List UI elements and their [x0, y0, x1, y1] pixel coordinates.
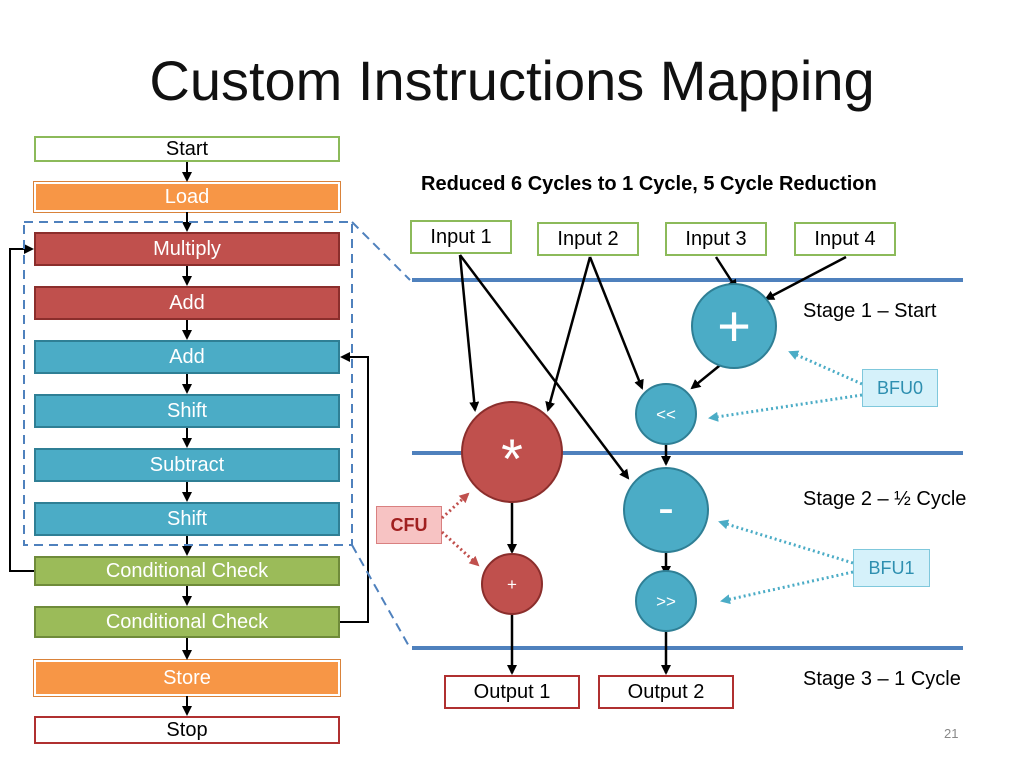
flow-subtract: Subtract: [34, 448, 340, 482]
output-1: Output 1: [444, 675, 580, 709]
cfu-tag: CFU: [376, 506, 442, 544]
flow-stop: Stop: [34, 716, 340, 744]
bfu0-tag: BFU0: [862, 369, 938, 407]
stage-1-label: Stage 1 – Start: [803, 300, 937, 322]
op-multiply-label: *: [501, 427, 523, 490]
op-shift-right: >>: [635, 570, 697, 632]
flow-load: Load: [33, 181, 341, 213]
slide-title: Custom Instructions Mapping: [149, 49, 875, 112]
arrow-input2-mul: [545, 256, 592, 412]
flow-store: Store: [33, 659, 341, 697]
output-2: Output 2: [598, 675, 734, 709]
input-2: Input 2: [537, 222, 639, 256]
bfu0-pointer-add: [788, 350, 863, 386]
op-shift-left-label: <<: [656, 405, 676, 424]
arrow-input1-mul: [458, 254, 480, 412]
op-add-big-label: +: [717, 294, 751, 359]
arrow-input1-minus: [459, 254, 630, 480]
input-1: Input 1: [410, 220, 512, 254]
op-subtract: -: [623, 467, 709, 553]
op-shift-right-label: >>: [656, 592, 676, 611]
stage-3-label: Stage 3 – 1 Cycle: [803, 668, 961, 690]
loop-arrow-right: [340, 352, 369, 623]
input-4: Input 4: [794, 222, 896, 256]
flow-add-2: Add: [34, 340, 340, 374]
projection-line-top: [351, 221, 411, 281]
bfu1-tag: BFU1: [853, 549, 930, 587]
cycle-reduction-headline: Reduced 6 Cycles to 1 Cycle, 5 Cycle Red…: [421, 173, 877, 195]
arrow-input2-shl: [588, 256, 644, 390]
cfu-pointer-mul: [440, 492, 470, 520]
page-number: 21: [944, 726, 959, 741]
custom-instruction-group-outline: [23, 221, 353, 546]
op-add-small: +: [481, 553, 543, 615]
flow-conditional-check-1: Conditional Check: [34, 556, 340, 586]
loop-arrow-left: [9, 244, 34, 572]
flow-shift-2: Shift: [34, 502, 340, 536]
input-3: Input 3: [665, 222, 767, 256]
op-add-big: +: [691, 283, 777, 369]
flow-shift-1: Shift: [34, 394, 340, 428]
arrow-input4-add: [764, 255, 847, 301]
op-subtract-label: -: [658, 482, 674, 535]
bfu0-pointer-shl: [708, 393, 863, 422]
flow-multiply: Multiply: [34, 232, 340, 266]
op-shift-left: <<: [635, 383, 697, 445]
op-add-small-label: +: [507, 575, 517, 594]
projection-line-bottom: [351, 544, 411, 649]
flow-start: Start: [34, 136, 340, 162]
cfu-pointer-plus: [440, 530, 480, 567]
flow-conditional-check-2: Conditional Check: [34, 606, 340, 638]
flow-add-1: Add: [34, 286, 340, 320]
stage-2-label: Stage 2 – ½ Cycle: [803, 488, 967, 510]
bfu1-pointer-minus: [718, 519, 854, 565]
arrow-add-shl: [690, 361, 725, 390]
bfu1-pointer-shr: [720, 570, 854, 605]
arrow-input3-add: [714, 256, 738, 290]
op-multiply: *: [461, 401, 563, 503]
